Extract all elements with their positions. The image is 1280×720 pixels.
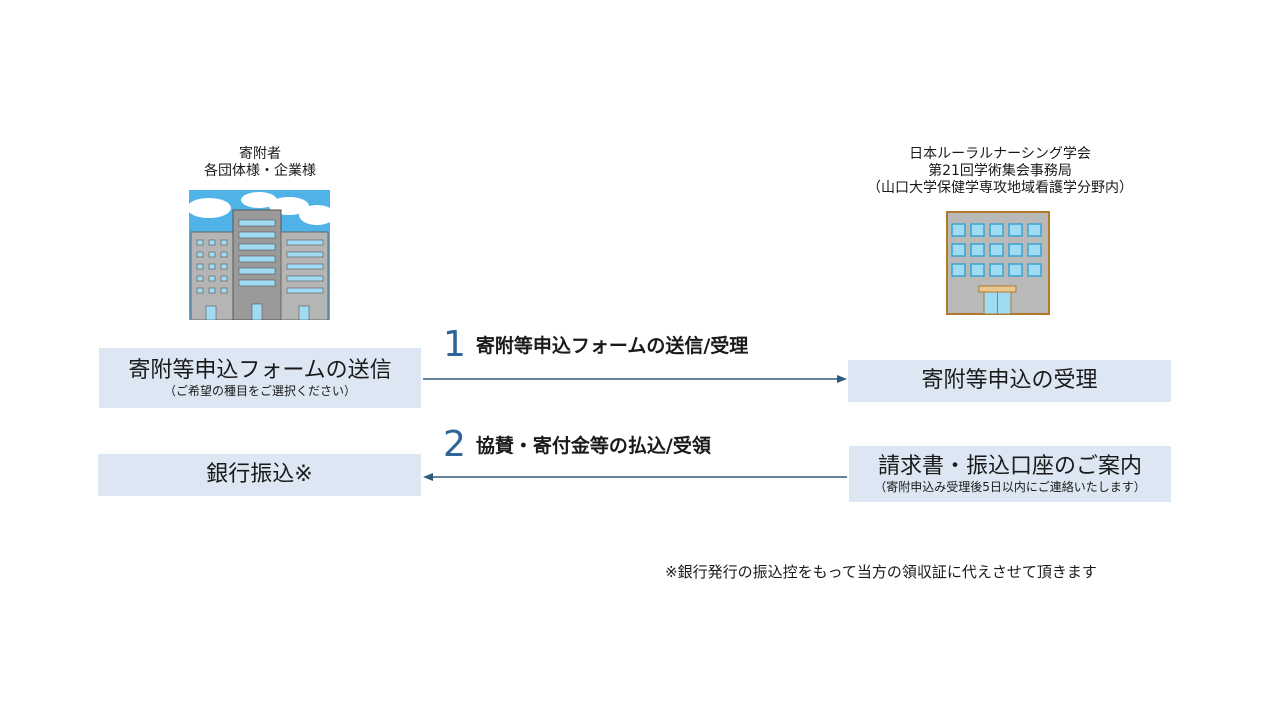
arrow-right bbox=[423, 375, 847, 383]
step-2-number: 2 bbox=[443, 424, 466, 465]
bank-transfer-title: 銀行振込※ bbox=[206, 462, 313, 487]
office-buildings-icon bbox=[189, 190, 330, 320]
step-1-number: 1 bbox=[443, 324, 466, 365]
donor-label: 寄附者 各団体様・企業様 bbox=[160, 146, 360, 180]
form-send-note: （ご希望の種目をご選択ください） bbox=[163, 383, 356, 398]
form-send-box: 寄附等申込フォームの送信 （ご希望の種目をご選択ください） bbox=[99, 348, 421, 408]
form-send-title: 寄附等申込フォームの送信 bbox=[128, 357, 392, 383]
office-location: （山口大学保健学専攻地域看護学分野内） bbox=[867, 180, 1133, 196]
step-2-label: 協賛・寄付金等の払込/受領 bbox=[475, 435, 711, 457]
office-secretariat: 第21回学術集会事務局 bbox=[928, 163, 1072, 179]
step-1: 1 寄附等申込フォームの送信/受理 bbox=[443, 324, 748, 365]
office-name: 日本ルーラルナーシング学会 bbox=[909, 146, 1091, 162]
donor-title: 寄附者 bbox=[239, 146, 281, 162]
office-building-icon bbox=[946, 211, 1050, 315]
footnote: ※銀行発行の振込控をもって当方の領収証に代えさせて頂きます bbox=[665, 563, 1097, 581]
bank-transfer-box: 銀行振込※ bbox=[98, 454, 421, 496]
office-label: 日本ルーラルナーシング学会 第21回学術集会事務局 （山口大学保健学専攻地域看護… bbox=[840, 146, 1160, 197]
invoice-note: （寄附申込み受理後5日以内にご連絡いたします） bbox=[874, 479, 1146, 494]
receipt-title: 寄附等申込の受理 bbox=[921, 368, 1098, 393]
invoice-box: 請求書・振込口座のご案内 （寄附申込み受理後5日以内にご連絡いたします） bbox=[849, 446, 1171, 502]
arrow-left bbox=[423, 473, 847, 481]
step-1-label: 寄附等申込フォームの送信/受理 bbox=[475, 335, 749, 357]
donor-subtitle: 各団体様・企業様 bbox=[204, 163, 316, 179]
invoice-title: 請求書・振込口座のご案内 bbox=[877, 453, 1142, 479]
receipt-box: 寄附等申込の受理 bbox=[848, 360, 1171, 402]
step-2: 2 協賛・寄付金等の払込/受領 bbox=[443, 424, 711, 465]
